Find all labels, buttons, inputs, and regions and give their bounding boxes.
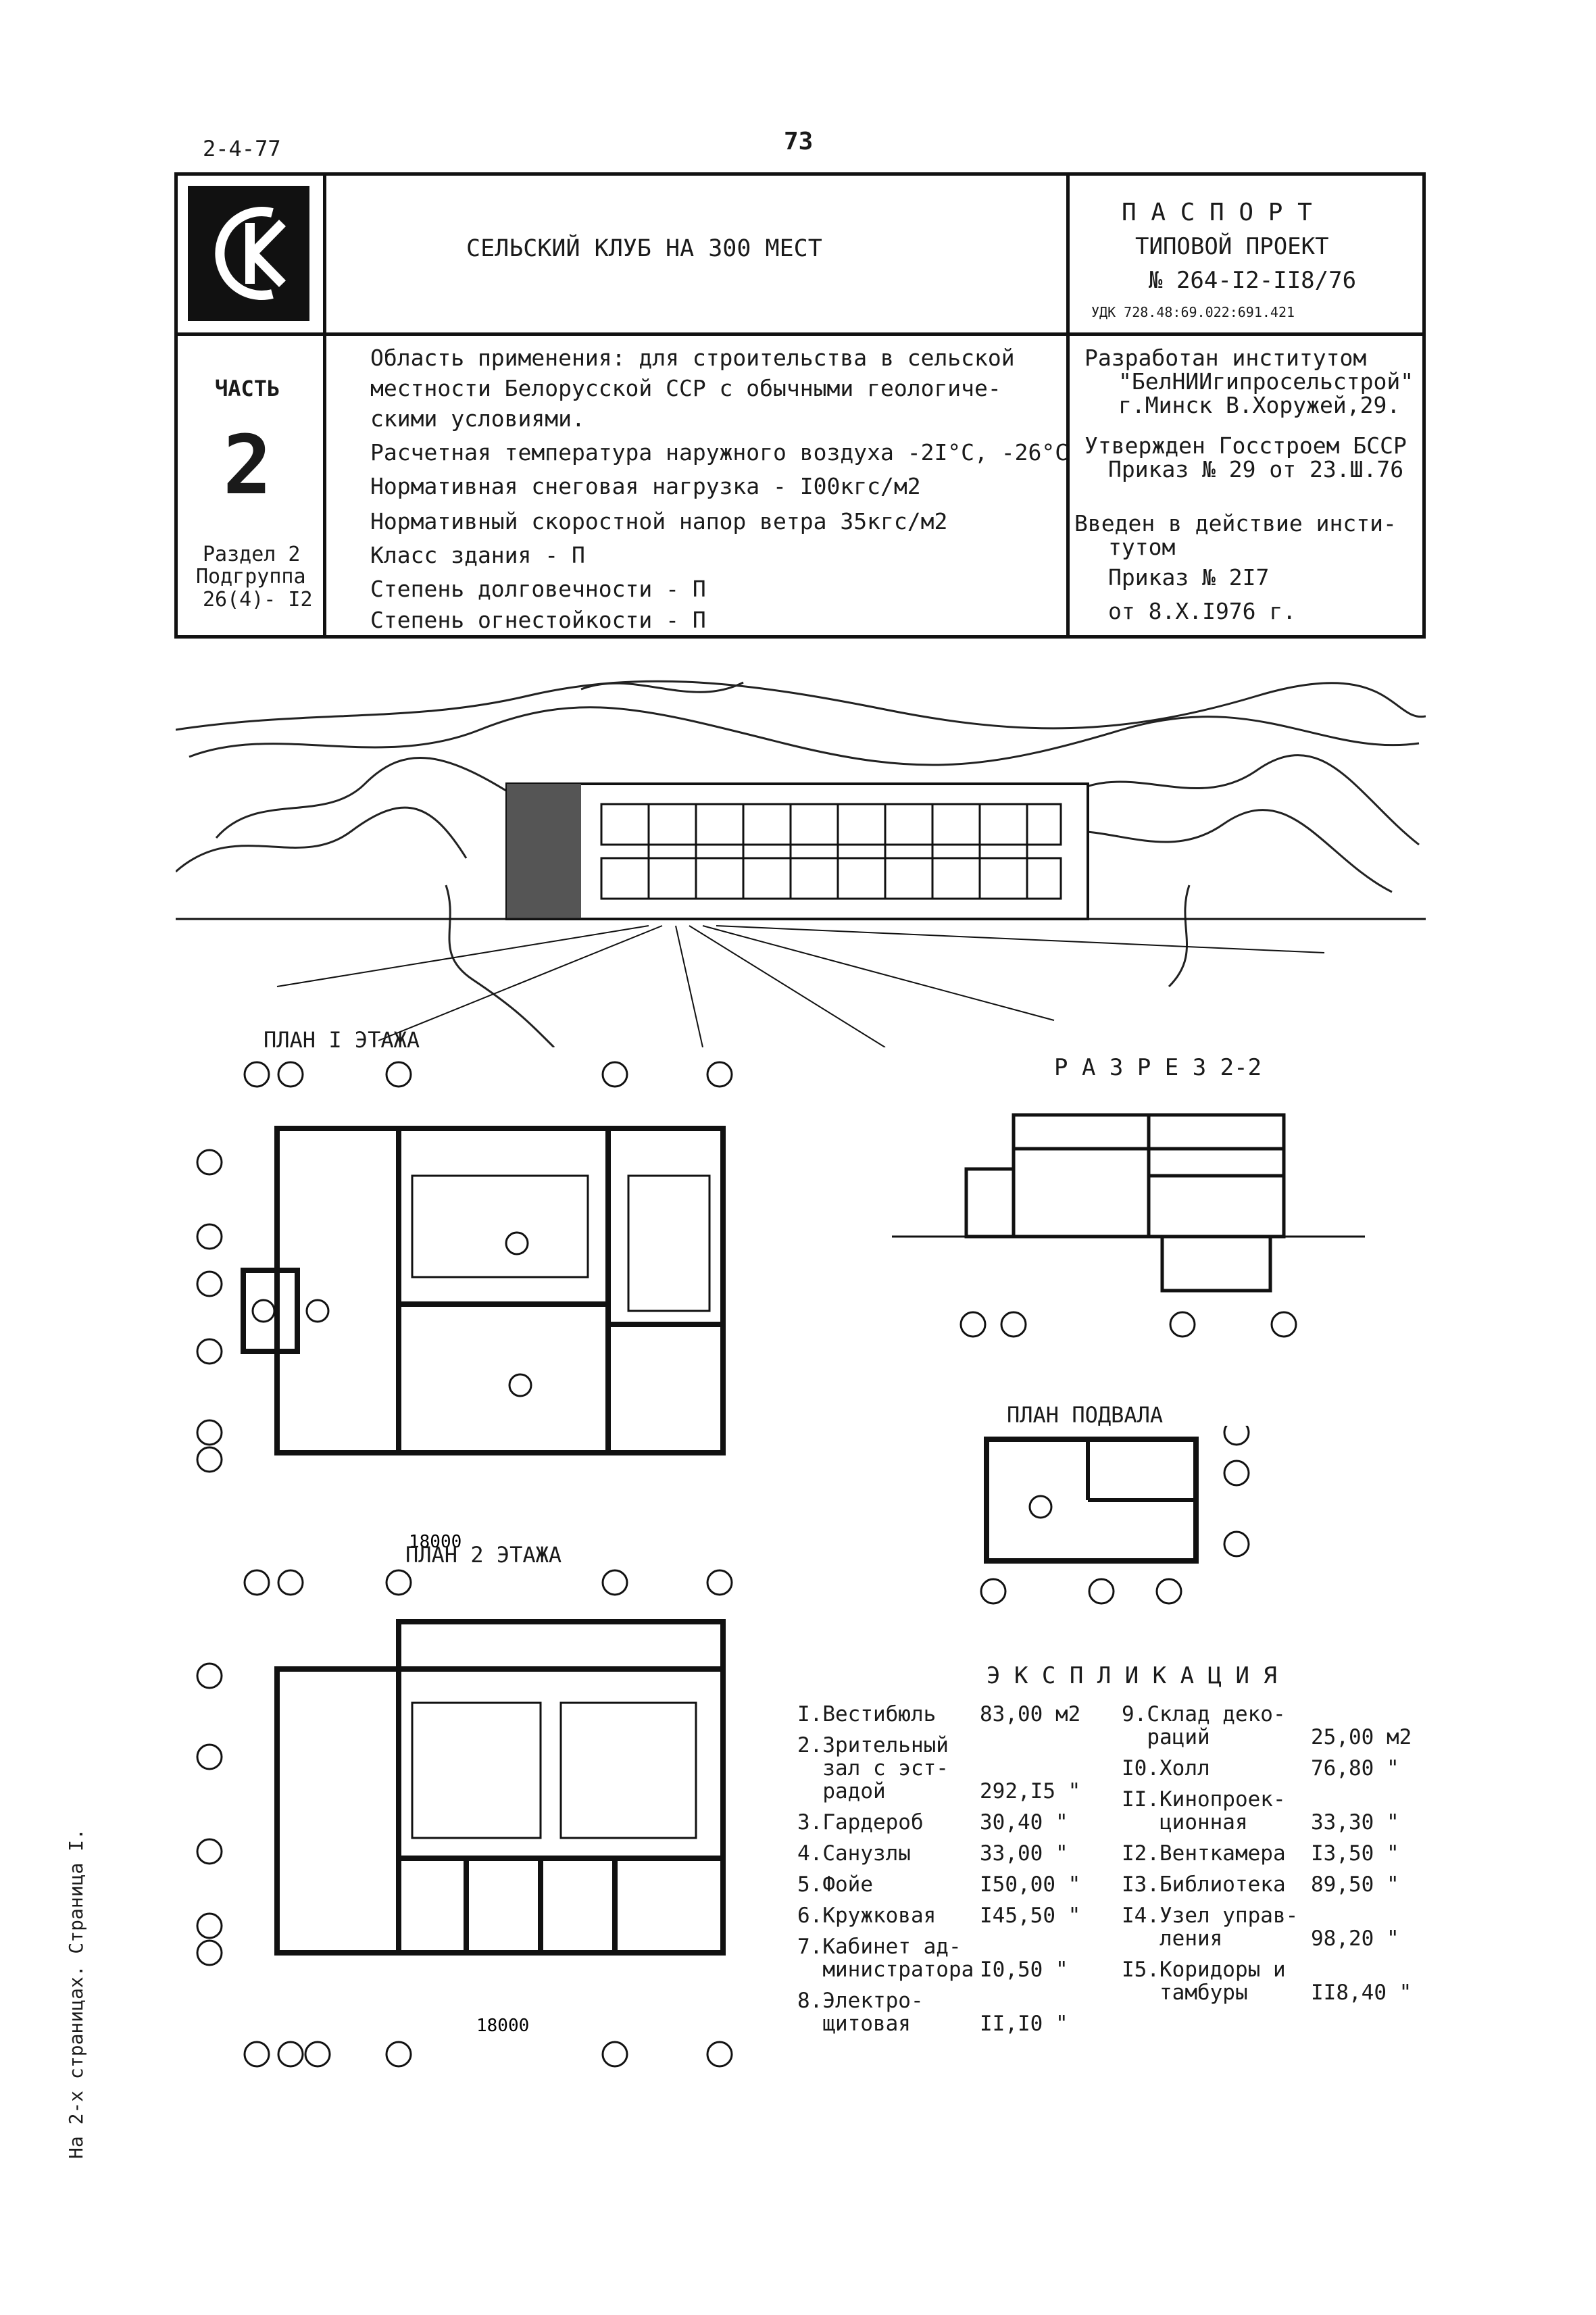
explication-item-area: I3,50 " <box>1311 1841 1399 1866</box>
explication-item-area: 33,00 " <box>980 1841 1068 1866</box>
section-drawing <box>892 1095 1365 1351</box>
org-line: "БелНИИгипросельстрой" <box>1118 368 1414 395</box>
svg-text:18000: 18000 <box>409 1532 462 1552</box>
info-line: Степень долговечности - П <box>370 576 706 602</box>
org-line: Разработан институтом <box>1084 345 1367 371</box>
part-label: ЧАСТЬ <box>215 376 280 401</box>
divider <box>323 172 326 639</box>
explication-item-name: 8.Электро- щитовая <box>797 1989 924 2036</box>
org-line: Приказ № 2I7 <box>1108 564 1270 591</box>
explication-item-area: 89,50 " <box>1311 1872 1399 1897</box>
doc-code: 2-4-77 <box>203 136 281 161</box>
info-line: Класс здания - П <box>370 542 585 568</box>
explication-title: Э К С П Л И К А Ц И Я <box>987 1662 1277 1689</box>
explication-item-area: 33,30 " <box>1311 1810 1399 1835</box>
explication-item-name: I4.Узел управ- ления <box>1122 1903 1299 1951</box>
org-line: г.Минск В.Хоружей,29. <box>1118 392 1401 418</box>
section-label: Раздел 2 <box>203 543 301 566</box>
explication-item-name: 4.Санузлы <box>797 1841 911 1866</box>
org-line: Утвержден Госстроем БССР <box>1084 432 1407 459</box>
sk-logo <box>188 186 309 321</box>
explication-item-name: I.Вестибюль <box>797 1702 937 1726</box>
project-type: ТИПОВОЙ ПРОЕКТ <box>1135 233 1329 260</box>
basement-plan <box>973 1419 1257 1615</box>
info-line: местности Белорусской ССР с обычными гео… <box>370 375 1001 401</box>
explication-item-name: 3.Гардероб <box>797 1810 924 1835</box>
side-note: На 2-х страницах. Страница I. <box>65 1828 87 2159</box>
explication-item-area: 25,00 м2 <box>1311 1725 1412 1749</box>
info-line: Нормативный скоростной напор ветра 35кгс… <box>370 508 948 534</box>
org-line: от 8.Х.I976 г. <box>1108 598 1297 624</box>
explication-item-area: 98,20 " <box>1311 1926 1399 1951</box>
svg-text:18000: 18000 <box>476 2016 529 2036</box>
divider <box>1066 172 1070 639</box>
explication-item-name: 5.Фойе <box>797 1872 873 1897</box>
passport-title: П А С П О Р Т <box>1122 199 1312 226</box>
divider <box>174 332 323 336</box>
project-title: СЕЛЬСКИЙ КЛУБ НА 300 МЕСТ <box>466 235 822 262</box>
explication-item-name: 6.Кружковая <box>797 1903 937 1928</box>
explication-item-area: 30,40 " <box>980 1810 1068 1835</box>
page-number: 73 <box>784 128 814 155</box>
org-line: тутом <box>1108 534 1176 560</box>
subgroup-label: Подгруппа <box>196 565 306 589</box>
info-line: Расчетная температура наружного воздуха … <box>370 439 1069 466</box>
explication-item-area: I45,50 " <box>980 1903 1081 1928</box>
explication-item-area: II,I0 " <box>980 2012 1068 2036</box>
floor-plan-2: 18000 <box>182 1568 831 2074</box>
explication-item-name: I5.Коридоры и тамбуры <box>1122 1958 1286 2005</box>
section-title: Р А З Р Е З 2-2 <box>1054 1054 1262 1081</box>
explication-item-area: II8,40 " <box>1311 1981 1412 2005</box>
info-line: Степень огнестойкости - П <box>370 607 706 633</box>
explication-item-name: I2.Венткамера <box>1122 1841 1286 1866</box>
explication-item-area: 292,I5 " <box>980 1779 1081 1803</box>
explication-item-name: II.Кинопроек- ционная <box>1122 1787 1286 1835</box>
explication-right-column: 9.Склад деко- раций 25,00 м2 I0.Холл 76,80 … <box>1122 1703 1432 2068</box>
explication-item-area: 76,80 " <box>1311 1756 1399 1781</box>
explication-item-area: I0,50 " <box>980 1958 1068 1982</box>
passport-header-table <box>174 172 1426 639</box>
explication-item-name: 2.Зрительный зал с эст- радой <box>797 1733 949 1803</box>
plan1-title: ПЛАН I ЭТАЖА <box>264 1027 420 1053</box>
explication-item-name: I0.Холл <box>1122 1756 1210 1781</box>
explication-item-name: 7.Кабинет ад- министратора <box>797 1935 974 1982</box>
org-line: Введен в действие инсти- <box>1074 510 1397 537</box>
explication-item-name: I3.Библиотека <box>1122 1872 1286 1897</box>
floor-plan-1: 18000 <box>182 1054 831 1568</box>
info-line: Область применения: для строительства в … <box>370 345 1015 371</box>
explication-left-column: I.Вестибюль 83,00 м2 2.Зрительный зал с эс… <box>797 1703 1128 2068</box>
part-number: 2 <box>223 419 272 513</box>
divider <box>323 332 1426 336</box>
explication-item-name: 9.Склад деко- раций <box>1122 1702 1286 1749</box>
plan2-title: ПЛАН 2 ЭТАЖА <box>405 1542 562 1568</box>
info-line: скими условиями. <box>370 405 585 432</box>
subgroup-value: 26(4)- I2 <box>203 588 313 612</box>
info-line: Нормативная снеговая нагрузка - I00кгс/м… <box>370 473 921 499</box>
basement-title: ПЛАН ПОДВАЛА <box>1007 1402 1164 1428</box>
building-perspective-sketch <box>175 669 1426 1049</box>
project-number: № 264-I2-II8/76 <box>1149 267 1357 294</box>
explication-item-area: 83,00 м2 <box>980 1702 1081 1726</box>
udk-code: УДК 728.48:69.022:691.421 <box>1091 304 1295 320</box>
org-line: Приказ № 29 от 23.Ш.76 <box>1108 456 1404 482</box>
explication-item-area: I50,00 " <box>980 1872 1081 1897</box>
